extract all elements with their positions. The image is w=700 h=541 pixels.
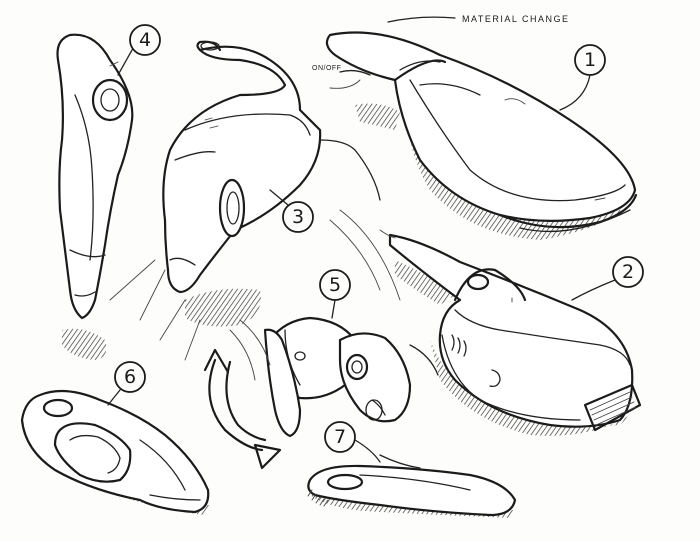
- callout-5-number: 5: [329, 274, 341, 296]
- callout-2-number: 2: [622, 261, 634, 283]
- callout-1: 1: [559, 44, 606, 111]
- on-off-label: ON/OFF: [312, 65, 341, 72]
- callout-4: 4: [117, 24, 161, 76]
- concept-5-sketch: [185, 288, 439, 438]
- material-change-label: MATERIAL CHANGE: [462, 14, 570, 24]
- rotation-arrow: [203, 348, 282, 470]
- callout-3-number: 3: [292, 206, 304, 228]
- callout-2: 2: [571, 256, 644, 301]
- concept-2-sketch: [379, 229, 642, 436]
- callout-6-number: 6: [124, 366, 136, 388]
- concept-6-sketch: [20, 389, 210, 515]
- concept-3-sketch: [162, 40, 381, 294]
- callout-6: 6: [107, 361, 146, 406]
- callout-7: 7: [324, 421, 381, 463]
- callout-3: 3: [269, 189, 314, 233]
- callout-7-number: 7: [334, 426, 346, 448]
- callout-5: 5: [319, 269, 351, 319]
- concept-7-sketch: [307, 454, 517, 518]
- concept-4-sketch: [56, 33, 134, 360]
- callout-1-number: 1: [584, 49, 596, 71]
- callout-4-number: 4: [139, 29, 151, 51]
- concept-1-sketch: [325, 16, 638, 240]
- motion-lines: [109, 209, 401, 381]
